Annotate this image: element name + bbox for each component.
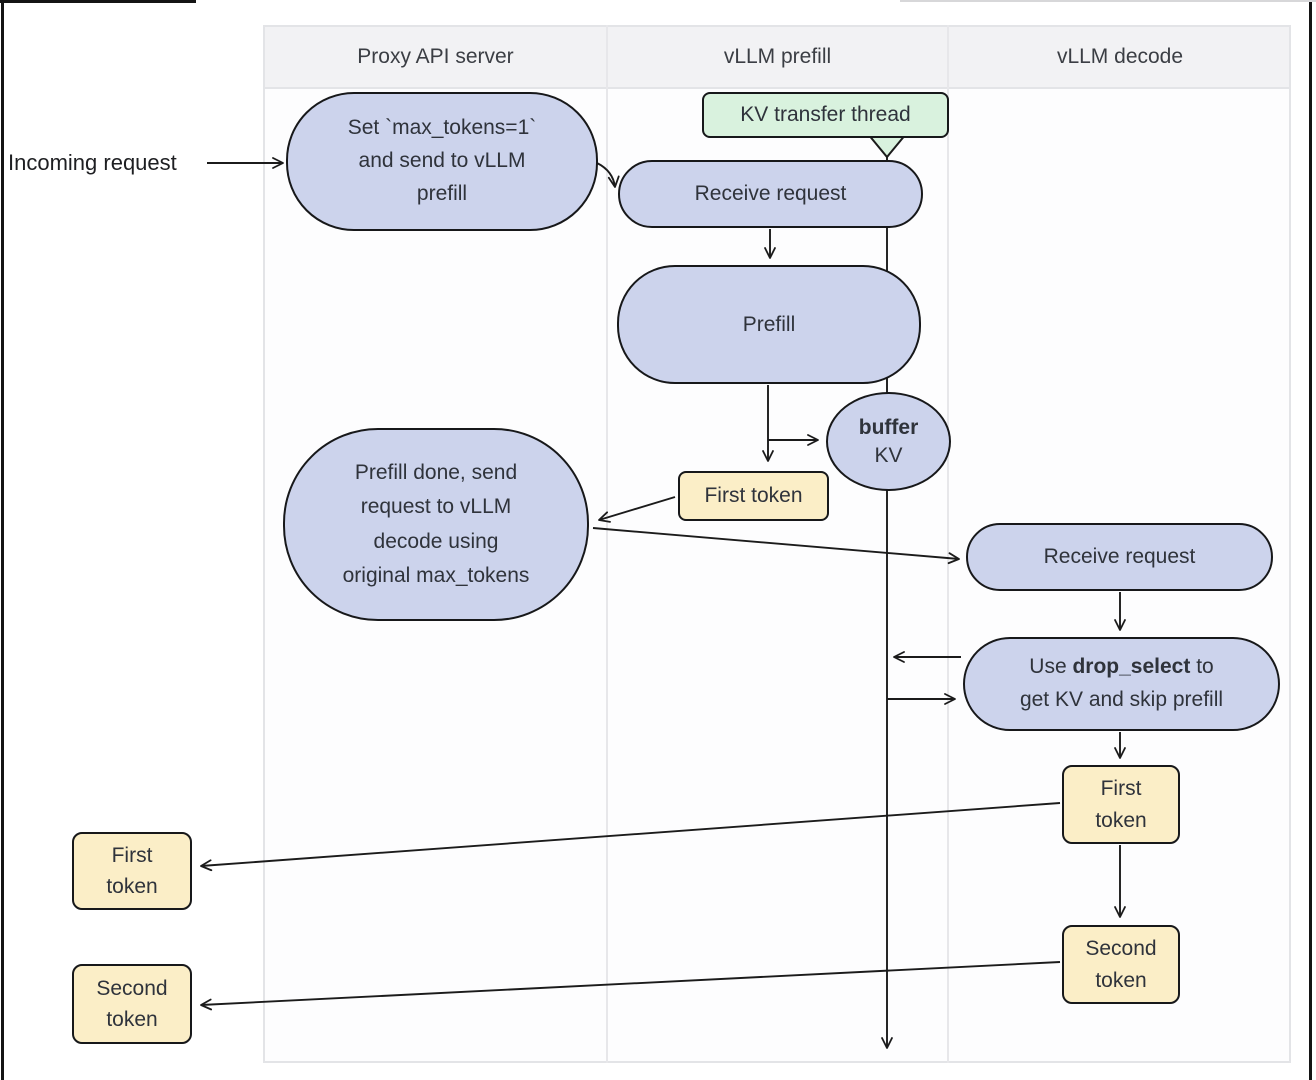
node-line: Use drop_select to (1029, 655, 1214, 679)
node-line: token (106, 1008, 158, 1031)
node-first-token-decode: First token (1062, 765, 1180, 844)
node-second-token-decode: Second token (1062, 925, 1180, 1004)
node-label: KV transfer thread (740, 103, 911, 127)
node-receive-request-prefill: Receive request (618, 160, 923, 228)
node-line: Prefill done, send (354, 461, 518, 485)
callout-tail (867, 133, 907, 159)
frame-top-border-segment (0, 0, 196, 3)
node-receive-request-decode: Receive request (966, 523, 1273, 591)
node-line: request to vLLM (360, 495, 512, 519)
node-first-token-prefill: First token (678, 471, 829, 521)
node-second-token-out: Second token (72, 964, 192, 1044)
node-prefill: Prefill (617, 265, 921, 384)
node-line: original max_tokens (342, 563, 530, 587)
node-drop-select: Use drop_select to get KV and skip prefi… (963, 637, 1280, 731)
node-line: Second (1085, 937, 1157, 960)
lane-title-prefill: vLLM prefill (723, 45, 832, 68)
node-line: token (106, 875, 158, 898)
node-line: First (111, 843, 153, 867)
swimlane-header-band (263, 25, 1291, 89)
node-line: prefill (416, 181, 468, 205)
arrow-first-token-to-prefill-done (598, 496, 676, 523)
node-label: Receive request (694, 182, 847, 206)
node-line: decode using (373, 529, 499, 553)
node-prefill-done: Prefill done, send request to vLLM decod… (283, 428, 589, 621)
incoming-request-label: Incoming request (8, 150, 177, 175)
node-line: token (1095, 808, 1147, 832)
arrow-second-token-decode-to-out (200, 961, 1061, 1011)
node-label: Receive request (1043, 545, 1196, 569)
node-line: Set `max_tokens=1` (347, 116, 537, 140)
node-line: buffer (858, 415, 919, 439)
node-line: and send to vLLM (358, 149, 526, 173)
node-line: token (1095, 968, 1147, 992)
node-line: First (1100, 777, 1142, 800)
lane-title-decode: vLLM decode (1056, 45, 1184, 68)
node-line: KV (874, 443, 903, 467)
node-buffer-kv: buffer KV (826, 392, 951, 491)
node-kv-transfer-thread: KV transfer thread (702, 92, 949, 138)
node-line: Second (96, 976, 168, 1000)
arrow-prefill-done-to-receive-decode (592, 527, 960, 565)
node-set-max-tokens: Set `max_tokens=1` and send to vLLM pref… (286, 92, 598, 231)
arrow-first-token-decode-to-out (200, 802, 1061, 872)
node-line: get KV and skip prefill (1019, 688, 1224, 711)
node-label: First token (704, 484, 803, 508)
lane-title-proxy: Proxy API server (357, 45, 514, 68)
frame-left-border (1, 0, 4, 1080)
frame-top-gray-segment (900, 0, 1316, 2)
node-label: Prefill (742, 312, 796, 336)
frame-right-border (1309, 0, 1312, 1080)
lane-divider-1 (606, 25, 608, 1063)
arrow-proxy-to-receive-prefill (596, 162, 620, 188)
lane-divider-2 (947, 25, 949, 1063)
node-first-token-out: First token (72, 832, 192, 910)
